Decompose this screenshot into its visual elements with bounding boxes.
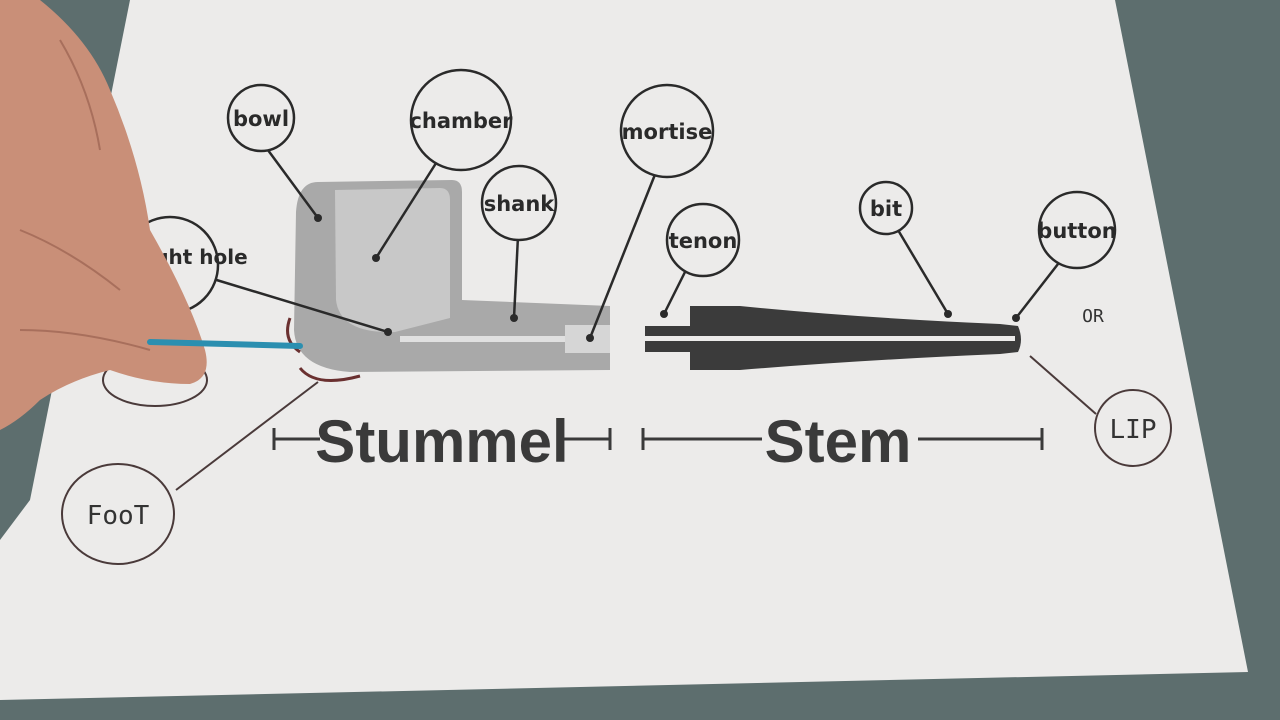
toothpick (147, 339, 303, 349)
chamber-label: chamber (409, 109, 513, 133)
mortise-leader (588, 171, 658, 339)
chamber-circle (409, 68, 513, 172)
lip-label: LIP (1110, 415, 1157, 445)
tenon-label: tenon (669, 229, 738, 253)
lip-leader (1029, 355, 1097, 415)
bowl-label: bowl (233, 107, 289, 131)
button-leader (1015, 263, 1059, 319)
stummel-shape (294, 180, 610, 372)
tenon-leader (662, 269, 688, 315)
stem-shape (645, 306, 1021, 370)
bowl-circle (226, 83, 296, 153)
foot-circle (61, 463, 175, 565)
button-label: button (1037, 219, 1116, 243)
stummel-dimension (272, 428, 612, 450)
stem-label: Stem (765, 408, 912, 475)
bit-circle (858, 180, 914, 236)
shank-label: shank (484, 192, 556, 216)
draught-hole-leader (209, 276, 389, 334)
or-label: OR (1082, 306, 1104, 327)
chamber-leader (374, 159, 440, 259)
lip-circle (1094, 389, 1172, 467)
foot-leader (175, 381, 319, 491)
stem-dimension (641, 428, 1044, 450)
bowl-leader (260, 141, 320, 219)
button-circle (1037, 190, 1117, 270)
hand-photo (0, 0, 303, 430)
mortise-circle (619, 83, 715, 179)
stummel-label: Stummel (315, 408, 568, 475)
foot-bracket (286, 317, 361, 382)
shank-circle (480, 164, 558, 242)
mortise-label: mortise (622, 120, 713, 144)
bit-leader (896, 229, 950, 315)
foot-label: FooT (87, 501, 150, 531)
tenon-circle (665, 202, 741, 278)
paper-sheet (0, 0, 1248, 700)
shank-leader (512, 235, 520, 319)
bit-label: bit (870, 197, 902, 221)
